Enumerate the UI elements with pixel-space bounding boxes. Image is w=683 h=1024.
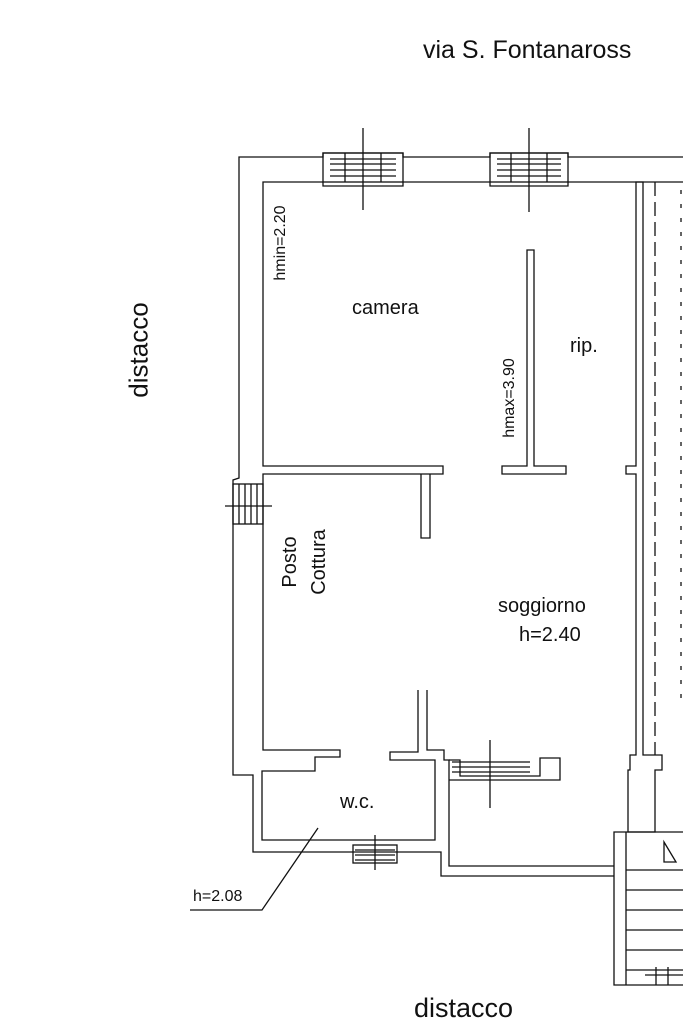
soggiorno-bottom-wall bbox=[449, 757, 561, 781]
window-top-2 bbox=[489, 128, 569, 212]
setback-label-left: distacco bbox=[123, 302, 154, 398]
room-label-rip: rip. bbox=[570, 335, 598, 357]
soggiorno-height-label: h=2.40 bbox=[519, 624, 581, 646]
height-max-label: hmax=3.90 bbox=[501, 358, 518, 438]
leader-line bbox=[190, 827, 319, 911]
street-name: via S. Fontanaross bbox=[423, 36, 632, 64]
room-label-camera: camera bbox=[352, 297, 419, 319]
room-label-posto-cottura: Posto Cottura bbox=[276, 529, 334, 595]
window-wc bbox=[352, 835, 398, 870]
right-interior-wall bbox=[625, 181, 663, 833]
posto-label: Posto bbox=[279, 536, 301, 588]
setback-label-bottom: distacco bbox=[414, 993, 514, 1023]
height-min-label: hmin=2.20 bbox=[272, 205, 289, 281]
window-left bbox=[225, 483, 272, 525]
room-label-soggiorno: soggiorno bbox=[498, 595, 586, 617]
window-top-1 bbox=[322, 128, 404, 210]
window-soggiorno bbox=[452, 740, 530, 808]
wc-right-wall bbox=[426, 690, 614, 867]
cottura-label: Cottura bbox=[308, 529, 330, 595]
staircase bbox=[613, 831, 683, 986]
kitchen-partition bbox=[420, 474, 431, 539]
wc-height-label: h=2.08 bbox=[193, 888, 243, 905]
room-label-wc: w.c. bbox=[340, 791, 375, 813]
central-column bbox=[501, 249, 567, 475]
inner-wall-outline bbox=[261, 181, 683, 841]
